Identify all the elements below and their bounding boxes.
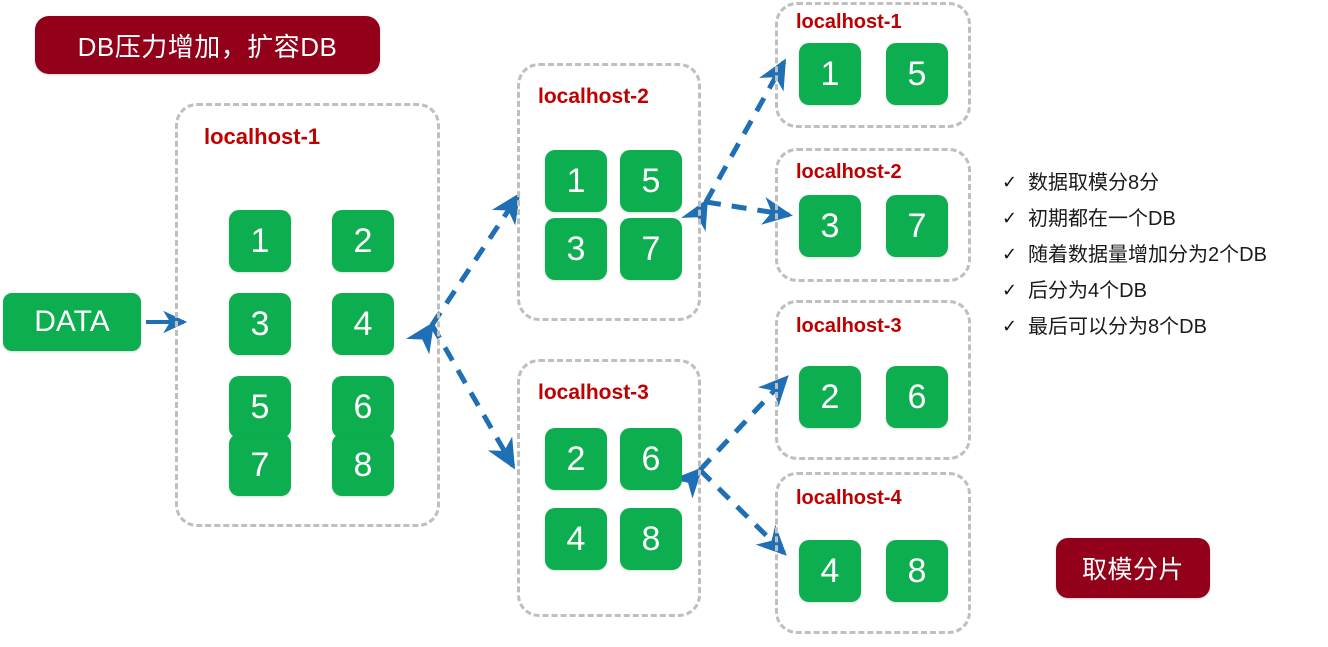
check-icon: ✓ bbox=[1002, 316, 1018, 336]
shard-tile[interactable]: 4 bbox=[545, 508, 607, 570]
shard-tile[interactable]: 5 bbox=[229, 376, 291, 438]
data-source-box: DATA bbox=[3, 293, 141, 351]
list-item: ✓ 后分为4个DB bbox=[1002, 280, 1328, 303]
host-group-stage1-localhost-1[interactable]: localhost-1 1 2 3 4 5 6 7 8 bbox=[175, 103, 440, 527]
host-label-stage1-localhost-1: localhost-1 bbox=[204, 124, 321, 149]
arrow-stage2b-to-stage3-host4 bbox=[698, 468, 787, 556]
notes-list: ✓ 数据取模分8分 ✓ 初期都在一个DB ✓ 随着数据量增加分为2个DB ✓ 后… bbox=[1002, 172, 1328, 352]
host-label-stage3-localhost-2: localhost-2 bbox=[796, 161, 902, 183]
list-item: ✓ 随着数据量增加分为2个DB bbox=[1002, 244, 1328, 267]
host-group-stage2-localhost-3[interactable]: localhost-3 2 6 4 8 bbox=[517, 359, 701, 617]
shard-tile[interactable]: 4 bbox=[332, 293, 394, 355]
list-item: ✓ 最后可以分为8个DB bbox=[1002, 316, 1328, 339]
host-label-stage2-localhost-3: localhost-3 bbox=[538, 381, 649, 404]
host-group-stage3-localhost-2[interactable]: localhost-2 3 7 bbox=[775, 148, 971, 282]
shard-tile[interactable]: 4 bbox=[799, 540, 861, 602]
shard-tile[interactable]: 2 bbox=[799, 366, 861, 428]
footer-badge: 取模分片 bbox=[1056, 538, 1210, 598]
list-item-label: 数据取模分8分 bbox=[1028, 172, 1160, 194]
list-item-label: 随着数据量增加分为2个DB bbox=[1028, 244, 1267, 266]
shard-tile[interactable]: 2 bbox=[545, 428, 607, 490]
shard-tile[interactable]: 7 bbox=[886, 195, 948, 257]
check-icon: ✓ bbox=[1002, 244, 1018, 264]
shard-tile[interactable]: 5 bbox=[886, 43, 948, 105]
shard-tile[interactable]: 7 bbox=[229, 434, 291, 496]
check-icon: ✓ bbox=[1002, 172, 1018, 192]
shard-tile[interactable]: 5 bbox=[620, 150, 682, 212]
host-group-stage2-localhost-2[interactable]: localhost-2 1 5 3 7 bbox=[517, 63, 701, 321]
shard-tile[interactable]: 1 bbox=[545, 150, 607, 212]
check-icon: ✓ bbox=[1002, 208, 1018, 228]
arrow-stage2b-to-stage3-host3 bbox=[672, 375, 789, 499]
host-label-stage2-localhost-2: localhost-2 bbox=[538, 85, 649, 108]
shard-tile[interactable]: 6 bbox=[620, 428, 682, 490]
shard-tile[interactable]: 3 bbox=[799, 195, 861, 257]
host-group-stage3-localhost-3[interactable]: localhost-3 2 6 bbox=[775, 300, 971, 460]
list-item: ✓ 初期都在一个DB bbox=[1002, 208, 1328, 231]
shard-tile[interactable]: 8 bbox=[620, 508, 682, 570]
shard-tile[interactable]: 7 bbox=[620, 218, 682, 280]
arrow-stage1-to-stage2-lower bbox=[429, 323, 516, 470]
shard-tile[interactable]: 6 bbox=[886, 366, 948, 428]
shard-tile[interactable]: 8 bbox=[332, 434, 394, 496]
host-group-stage3-localhost-4[interactable]: localhost-4 4 8 bbox=[775, 472, 971, 634]
host-label-stage3-localhost-3: localhost-3 bbox=[796, 315, 902, 337]
shard-tile[interactable]: 2 bbox=[332, 210, 394, 272]
list-item-label: 最后可以分为8个DB bbox=[1028, 316, 1207, 338]
arrow-stage2a-to-stage3-host1 bbox=[681, 58, 787, 232]
list-item-label: 后分为4个DB bbox=[1028, 280, 1147, 302]
arrow-stage1-to-stage2-upper bbox=[405, 192, 521, 355]
list-item-label: 初期都在一个DB bbox=[1028, 208, 1176, 230]
banner-title: DB压力增加，扩容DB bbox=[35, 16, 380, 74]
host-label-stage3-localhost-1: localhost-1 bbox=[796, 11, 902, 33]
shard-tile[interactable]: 3 bbox=[229, 293, 291, 355]
check-icon: ✓ bbox=[1002, 280, 1018, 300]
shard-tile[interactable]: 1 bbox=[229, 210, 291, 272]
list-item: ✓ 数据取模分8分 bbox=[1002, 172, 1328, 195]
host-group-stage3-localhost-1[interactable]: localhost-1 1 5 bbox=[775, 2, 971, 128]
shard-tile[interactable]: 6 bbox=[332, 376, 394, 438]
shard-tile[interactable]: 8 bbox=[886, 540, 948, 602]
shard-tile[interactable]: 3 bbox=[545, 218, 607, 280]
host-label-stage3-localhost-4: localhost-4 bbox=[796, 487, 902, 509]
shard-tile[interactable]: 1 bbox=[799, 43, 861, 105]
